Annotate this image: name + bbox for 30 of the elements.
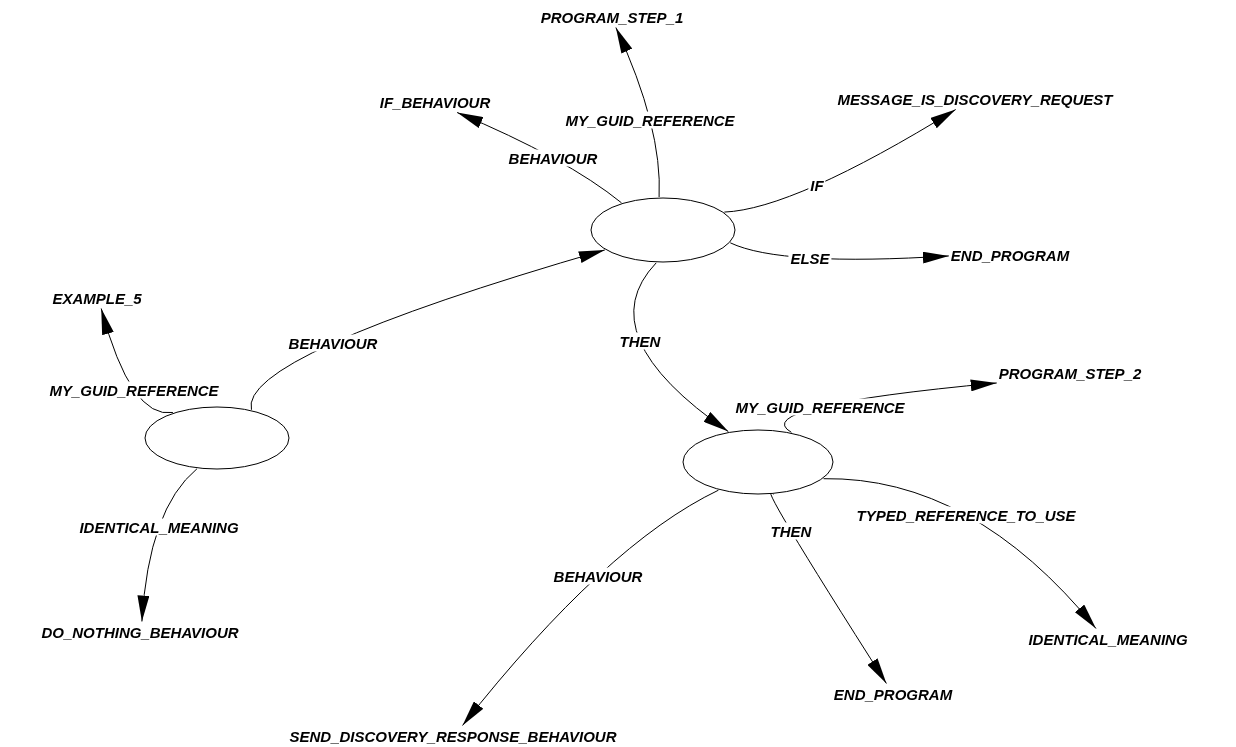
node-label: SEND_DISCOVERY_RESPONSE_BEHAVIOUR [289,727,617,745]
arrow [462,489,719,726]
node-label: IDENTICAL_MEANING [1028,630,1188,648]
ellipse-node [590,197,736,263]
edge-label: THEN [768,522,814,540]
node-label: PROGRAM_STEP_2 [998,364,1142,382]
arrow [723,109,957,213]
arrow [823,478,1097,629]
node-label: DO_NOTHING_BEHAVIOUR [41,623,239,641]
edge-label: BEHAVIOUR [551,567,645,585]
arrow [250,249,606,411]
edge-label: BEHAVIOUR [286,334,380,352]
edge-label: MY_GUID_REFERENCE [563,111,737,129]
edge-label: TYPED_REFERENCE_TO_USE [854,506,1078,524]
edge-label: THEN [617,332,663,350]
ellipse-node [144,406,290,470]
node-label: MESSAGE_IS_DISCOVERY_REQUEST [837,90,1113,108]
edge-label: MY_GUID_REFERENCE [47,381,221,399]
arrow [633,262,729,433]
edge-label: BEHAVIOUR [506,149,600,167]
edge-label: IDENTICAL_MEANING [77,518,241,536]
arrow [615,27,660,198]
ellipse-node [682,429,834,495]
edge-label: MY_GUID_REFERENCE [733,398,907,416]
node-label: PROGRAM_STEP_1 [540,8,684,26]
node-label: END_PROGRAM [833,685,953,703]
arrow [137,468,198,622]
node-label: IF_BEHAVIOUR [379,93,491,111]
node-label: END_PROGRAM [950,246,1070,264]
node-label: EXAMPLE_5 [52,289,142,307]
